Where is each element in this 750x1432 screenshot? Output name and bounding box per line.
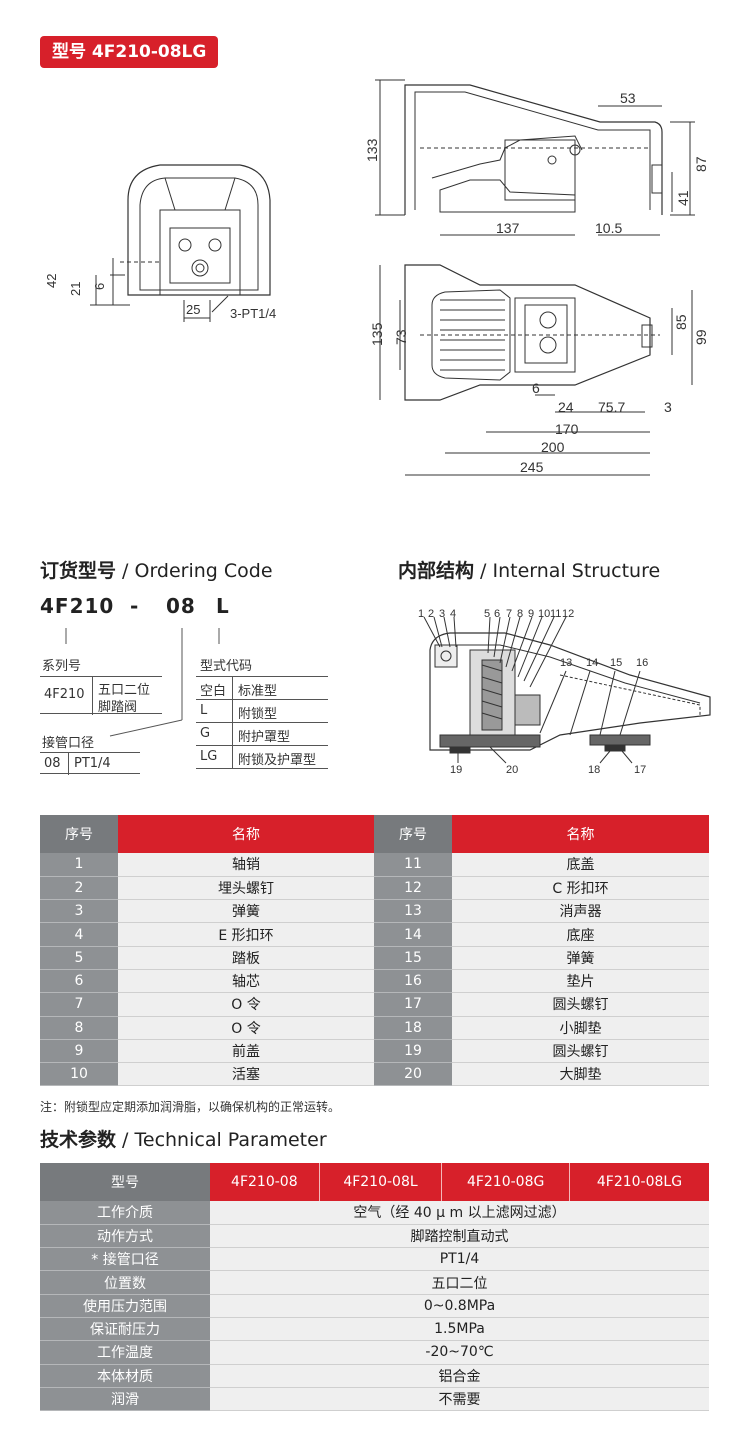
series-desc-2: 脚踏阀 (98, 700, 138, 715)
tech-param-table: 型号 4F210-08 4F210-08L 4F210-08G 4F210-08… (40, 1163, 709, 1412)
dim-side-137: 137 (496, 220, 520, 236)
series-code: 4F210 (44, 687, 85, 702)
table-row: 动作方式脚踏控制直动式 (40, 1224, 709, 1249)
dim-top-6: 6 (532, 380, 540, 396)
code-port: 08 (166, 594, 196, 618)
parts-header-row: 序号 名称 序号 名称 (40, 815, 709, 853)
type-label: 型式代码 (200, 659, 253, 674)
table-row: 工作温度-20~70℃ (40, 1340, 709, 1365)
parts-header-no: 序号 (40, 815, 118, 853)
type-row: LG 附锁及护罩型 (196, 746, 328, 769)
dim-top-99: 99 (693, 329, 709, 345)
type-row: G 附护罩型 (196, 723, 328, 746)
type-row: 空白 标准型 (196, 677, 328, 700)
dim-side-133: 133 (364, 138, 380, 162)
dim-top-75-7: 75.7 (598, 399, 625, 415)
tech-header-model-2: 4F210-08L (319, 1163, 443, 1201)
dim-front-port: 3-PT1/4 (230, 306, 276, 321)
tech-header-row: 型号 4F210-08 4F210-08L 4F210-08G 4F210-08… (40, 1163, 709, 1201)
internal-structure-title: 内部结构 / Internal Structure (398, 560, 661, 582)
model-badge: 型号 4F210-08LG (40, 36, 219, 68)
port-label: 接管口径 (42, 736, 95, 751)
internal-structure-drawing (423, 616, 711, 764)
code-type: L (216, 594, 230, 618)
series-label: 系列号 (42, 659, 82, 674)
table-row: 润滑不需要 (40, 1387, 709, 1412)
type-row: L 附锁型 (196, 700, 328, 723)
dim-side-10-5: 10.5 (595, 220, 622, 236)
tech-header-model-4: 4F210-08LG (569, 1163, 709, 1201)
side-view (375, 79, 695, 236)
code-series: 4F210 (40, 594, 115, 618)
type-table: 空白 标准型 L 附锁型 G 附护罩型 LG 附锁及护罩型 (196, 676, 328, 769)
dimension-drawing: 42 21 6 25 3-PT1/4 53 133 87 41 137 10.5 (0, 70, 750, 490)
tech-param-title: 技术参数 / Technical Parameter (40, 1129, 327, 1151)
dim-top-3: 3 (664, 399, 672, 415)
series-desc-1: 五口二位 (98, 683, 151, 698)
parts-header-name-2: 名称 (452, 815, 709, 853)
parts-header-name: 名称 (118, 815, 374, 853)
dim-top-245: 245 (520, 459, 544, 475)
tech-header-label: 型号 (40, 1163, 210, 1201)
parts-header-no-2: 序号 (374, 815, 452, 853)
dim-top-73: 73 (393, 329, 409, 345)
dim-top-135: 135 (369, 322, 385, 346)
series-box: 4F210 五口二位 脚踏阀 (40, 676, 162, 715)
dim-top-85: 85 (673, 314, 689, 330)
dim-top-24: 24 (558, 399, 574, 415)
dim-front-21: 21 (68, 282, 83, 296)
table-row: 工作介质空气（经 40 μ m 以上滤网过滤） (40, 1201, 709, 1225)
dim-front-25: 25 (186, 302, 200, 317)
dim-front-42: 42 (44, 274, 59, 288)
ordering-code-title: 订货型号 / Ordering Code (40, 560, 273, 582)
ordering-code-leaders (65, 628, 220, 737)
dim-side-53: 53 (620, 90, 636, 106)
table-row: 本体材质铝合金 (40, 1364, 709, 1388)
dim-side-87: 87 (693, 156, 709, 172)
tech-header-model-3: 4F210-08G (441, 1163, 570, 1201)
dim-side-41: 41 (675, 190, 691, 206)
table-row: 位置数五口二位 (40, 1270, 709, 1295)
front-view (90, 164, 271, 322)
dim-front-6: 6 (92, 283, 107, 290)
dim-top-200: 200 (541, 439, 565, 455)
lubrication-note: 注：附锁型应定期添加润滑脂，以确保机构的正常运转。 (40, 1100, 341, 1114)
port-desc: PT1/4 (74, 756, 111, 771)
tech-header-model-1: 4F210-08 (210, 1163, 320, 1201)
port-code: 08 (44, 756, 61, 771)
code-dash: - (130, 594, 140, 618)
dim-top-170: 170 (555, 421, 579, 437)
top-view (379, 264, 693, 476)
port-box: 08 PT1/4 (40, 752, 140, 775)
